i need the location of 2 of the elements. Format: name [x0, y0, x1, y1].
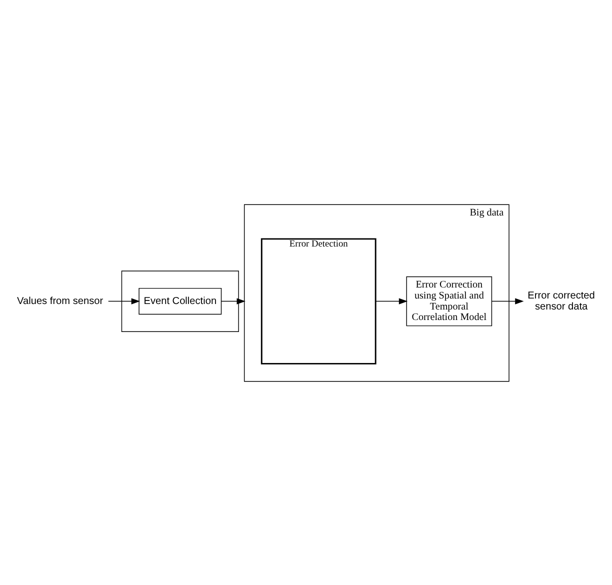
- node-text: Error corrected sensor data: [528, 290, 595, 312]
- node-text: Values from sensor: [17, 295, 104, 306]
